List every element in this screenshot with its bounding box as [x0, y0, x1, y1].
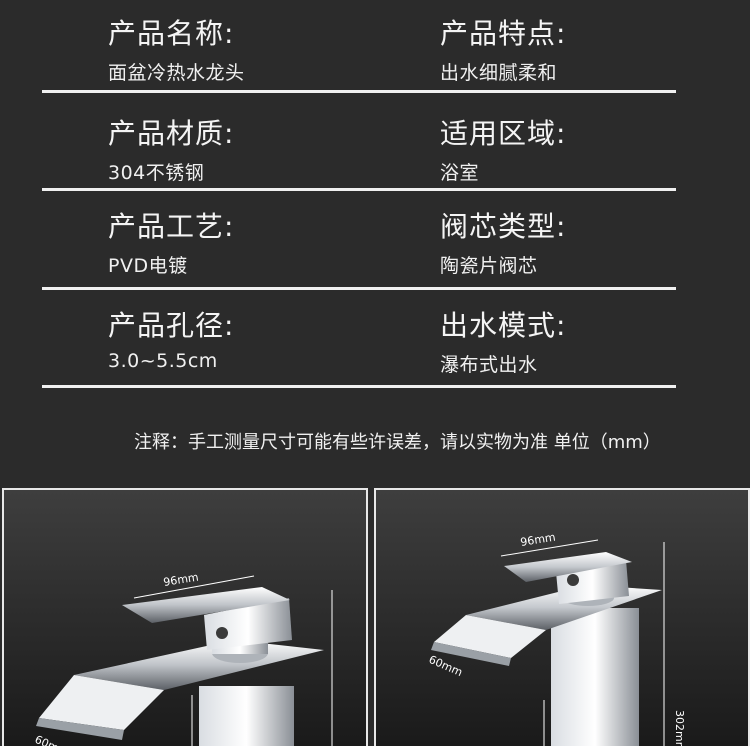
spec-item: 产品名称: 面盆冷热水龙头 [108, 12, 245, 85]
spec-label: 阀芯类型: [440, 210, 567, 243]
spec-label: 产品材质: [108, 117, 235, 150]
divider [42, 90, 676, 93]
spec-value: 304不锈钢 [108, 162, 205, 184]
measurement-note: 注释：手工测量尺寸可能有些许误差，请以实物为准 单位（mm） [134, 432, 661, 453]
divider [42, 287, 676, 290]
faucet-illustration: 96mm 60mm 302mm [427, 531, 686, 746]
spec-label: 产品工艺: [108, 210, 235, 243]
spec-value: 出水细腻柔和 [440, 62, 558, 84]
width-dimension-label: 96mm [162, 571, 199, 589]
spec-label: 产品特点: [440, 17, 567, 50]
spec-table: 产品名称: 面盆冷热水龙头 产品特点: 出水细腻柔和 产品材质: 304不锈钢 … [0, 12, 750, 400]
faucet-photo-right: 96mm 60mm 302mm [374, 488, 750, 746]
spec-value: 瀑布式出水 [440, 354, 538, 376]
height-dimension-label: 302mm [673, 710, 686, 746]
depth-dimension-label: 60mm [33, 733, 71, 746]
depth-dimension-label: 60mm [427, 653, 465, 679]
spec-item: 适用区域: 浴室 [440, 112, 566, 185]
spec-item: 阀芯类型: 陶瓷片阀芯 [440, 205, 566, 278]
spec-item: 产品孔径: 3.0~5.5cm [108, 304, 234, 372]
spec-row: 产品材质: 304不锈钢 适用区域: 浴室 [0, 112, 750, 208]
spec-label: 出水模式: [440, 309, 567, 342]
spec-row: 产品孔径: 3.0~5.5cm 出水模式: 瀑布式出水 [0, 304, 750, 400]
divider [42, 188, 676, 191]
spec-label: 适用区域: [440, 117, 567, 150]
spec-value: 3.0~5.5cm [108, 350, 218, 372]
spec-row: 产品工艺: PVD电镀 阀芯类型: 陶瓷片阀芯 [0, 205, 750, 301]
faucet-illustration: 96mm 60mm [33, 571, 333, 746]
spec-value: PVD电镀 [108, 255, 188, 277]
spec-value: 陶瓷片阀芯 [440, 255, 538, 277]
spec-item: 产品特点: 出水细腻柔和 [440, 12, 566, 85]
spec-item: 产品工艺: PVD电镀 [108, 205, 234, 278]
spec-item: 出水模式: 瀑布式出水 [440, 304, 566, 377]
spec-row: 产品名称: 面盆冷热水龙头 产品特点: 出水细腻柔和 [0, 12, 750, 108]
width-dimension-label: 96mm [519, 531, 556, 549]
spec-value: 面盆冷热水龙头 [108, 62, 245, 84]
spec-value: 浴室 [440, 162, 480, 184]
product-photos: 96mm 60mm [0, 488, 750, 746]
spec-item: 产品材质: 304不锈钢 [108, 112, 234, 185]
spec-label: 产品孔径: [108, 309, 235, 342]
divider [42, 385, 676, 388]
spec-label: 产品名称: [108, 17, 235, 50]
faucet-photo-left: 96mm 60mm [2, 488, 368, 746]
